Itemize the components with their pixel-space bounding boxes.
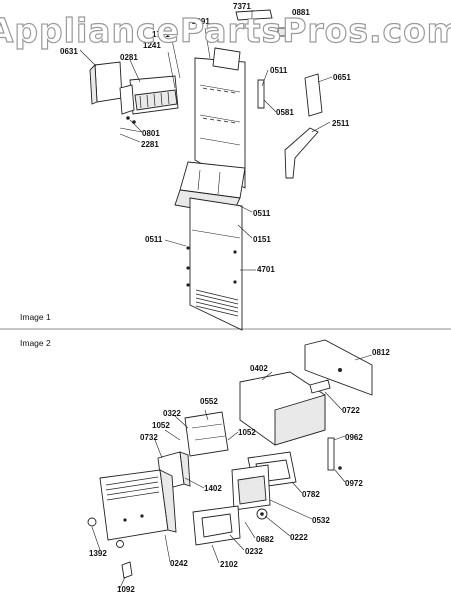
part-callout: 0631 <box>60 47 78 56</box>
part-callout: 0232 <box>245 547 263 556</box>
part-callout: 0511 <box>253 209 271 218</box>
solenoid-frame <box>184 411 229 457</box>
part-callout: 7371 <box>233 2 251 11</box>
pivot-pin <box>309 379 331 394</box>
ice-maker-arm <box>119 84 135 115</box>
part-callout: 0881 <box>292 8 310 17</box>
ice-maker-tray <box>134 89 178 111</box>
bezel-opening <box>201 513 233 538</box>
small-bracket <box>257 79 265 109</box>
screw <box>87 517 97 527</box>
part-callout: 0281 <box>120 53 138 62</box>
top-bracket <box>235 9 273 21</box>
front-panel-vent <box>195 289 239 317</box>
screw <box>116 540 124 548</box>
image2-parts <box>87 339 373 589</box>
housing-side <box>274 394 326 446</box>
part-callout: 4701 <box>257 265 275 274</box>
part-callout: 1052 <box>152 421 170 430</box>
image1-parts <box>79 9 333 331</box>
right-bracket <box>304 73 323 117</box>
part-callout: 0222 <box>290 533 308 542</box>
front-panel <box>189 197 243 331</box>
part-callout: 1052 <box>238 428 256 437</box>
part-callout: 0812 <box>372 348 390 357</box>
angled-trim <box>284 127 319 179</box>
part-callout: 0722 <box>342 406 360 415</box>
small-clip <box>121 561 133 579</box>
part-callout: 0151 <box>253 235 271 244</box>
part-callout: 0511 <box>270 66 288 75</box>
small-clip <box>277 27 287 37</box>
watermark: AppliancePartsPros.com <box>0 11 451 50</box>
part-callout: 0581 <box>276 108 294 117</box>
mount-bracket <box>304 339 373 396</box>
part-callout: 2091 <box>192 17 210 26</box>
part-callout: 0732 <box>140 433 158 442</box>
part-callout: 0972 <box>345 479 363 488</box>
part-callout: 0801 <box>142 129 160 138</box>
part-callout: 2102 <box>220 560 238 569</box>
part-callout: 1241 <box>143 41 161 50</box>
part-callout: 0552 <box>200 397 218 406</box>
section-label-image2: Image 2 <box>20 338 51 348</box>
part-callout: 1771 <box>152 30 170 39</box>
section-label-image1: Image 1 <box>20 312 51 322</box>
part-callout: 2281 <box>141 140 159 149</box>
side-cover <box>94 61 123 103</box>
part-callout: 0242 <box>170 559 188 568</box>
part-callout: 0962 <box>345 433 363 442</box>
dispenser-front-grille <box>105 476 160 501</box>
part-callout: 0532 <box>312 516 330 525</box>
side-cover-face <box>89 63 98 105</box>
part-callout: 1402 <box>204 484 222 493</box>
part-callout: 0511 <box>145 235 163 244</box>
relay-box-side <box>179 451 191 487</box>
section-labels: Image 1 Image 2 <box>20 312 51 348</box>
part-callout: 0322 <box>163 409 181 418</box>
part-callout: 0402 <box>250 364 268 373</box>
part-callout: 2511 <box>332 119 350 128</box>
actuator-front <box>237 475 267 505</box>
part-callout: 1092 <box>117 585 135 594</box>
callout-labels: 7371 0881 2091 1771 1241 0631 0281 0511 0651 0581… <box>60 2 390 594</box>
part-callout: 0782 <box>302 490 320 499</box>
upper-bracket <box>212 47 241 71</box>
vertical-bar <box>327 437 335 471</box>
part-callout: 0651 <box>333 73 351 82</box>
dispenser-front-side <box>159 469 177 533</box>
part-callout: 0682 <box>256 535 274 544</box>
part-callout: 1392 <box>89 549 107 558</box>
